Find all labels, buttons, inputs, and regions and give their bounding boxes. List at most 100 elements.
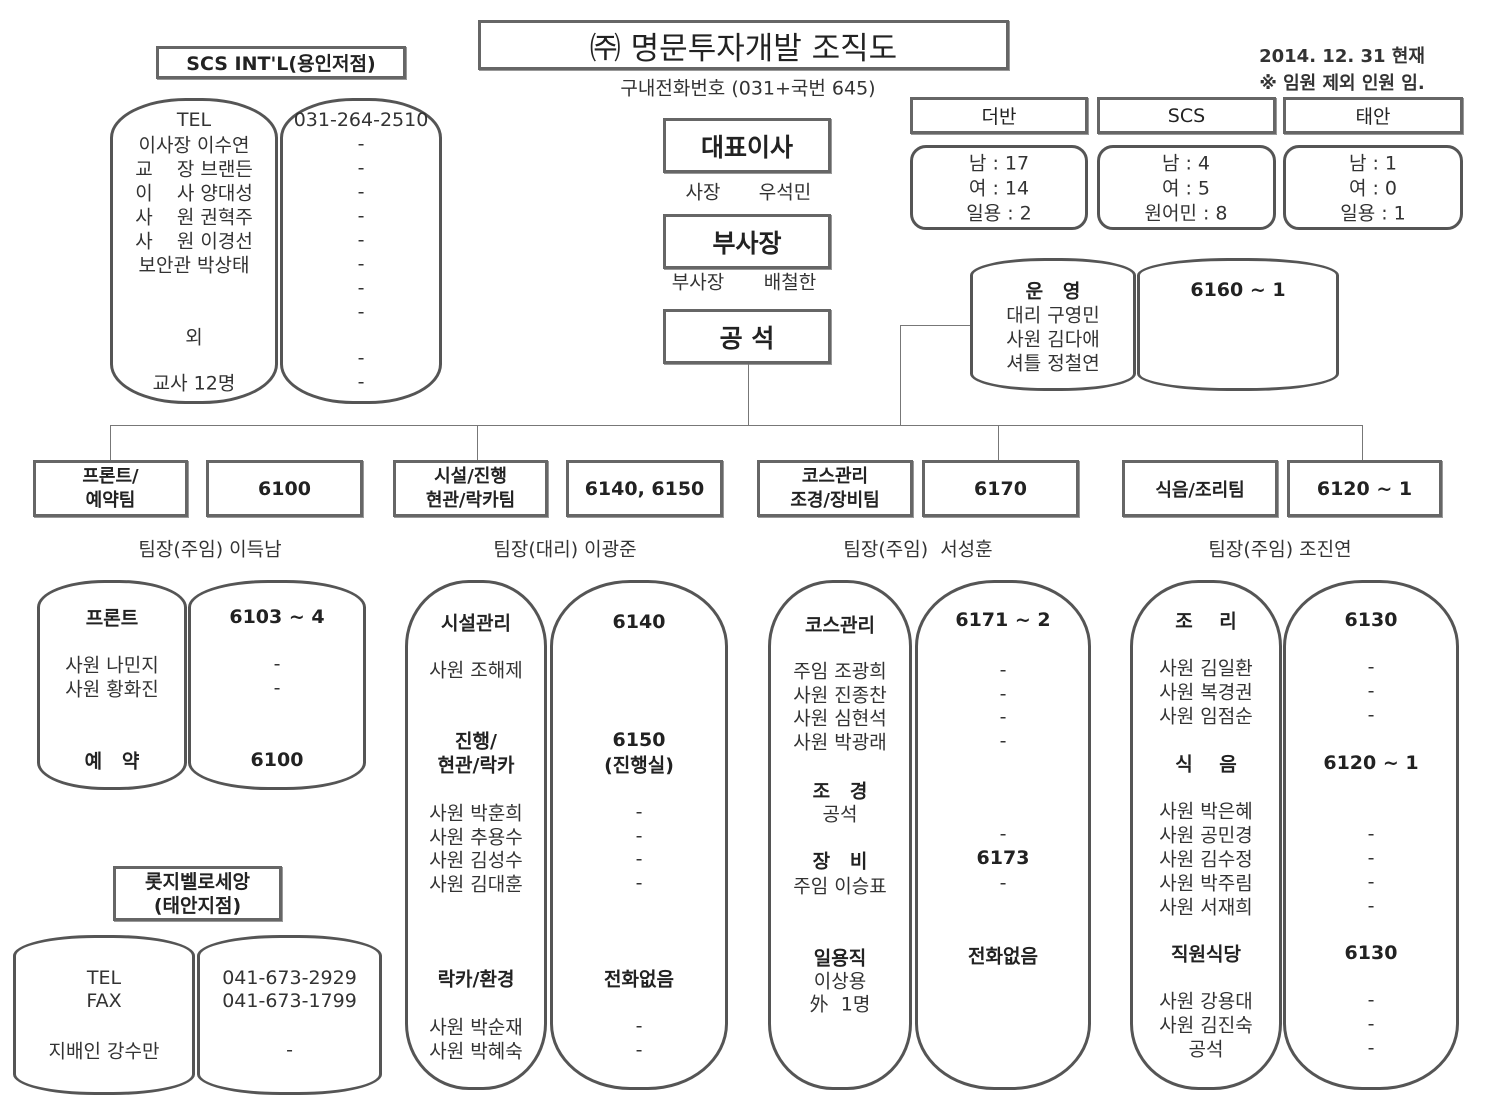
list-item: 사원 복경권 xyxy=(1159,681,1253,704)
connector-line xyxy=(110,425,111,460)
list-item: - xyxy=(1367,989,1375,1011)
section-label: 장 비 xyxy=(812,850,868,873)
connector-line xyxy=(1362,425,1363,460)
capsule-yongin-l xyxy=(110,98,278,404)
section-label: 6130 xyxy=(1344,609,1398,631)
list-item: 사원 김다애 xyxy=(1006,328,1100,351)
vp-box: 부사장 xyxy=(663,214,831,269)
capsule-t1-l xyxy=(37,580,187,790)
section-label: 락카/환경 xyxy=(437,968,515,991)
list-item: - xyxy=(357,253,365,275)
section-label: 직원식당 xyxy=(1171,943,1241,966)
branch-title-yongin: SCS INT'L(용인저점) xyxy=(156,46,406,79)
list-item: 사원 강용대 xyxy=(1159,990,1253,1013)
team-leader: 팀장(대리) 이광준 xyxy=(493,538,637,561)
list-item: - xyxy=(357,371,365,393)
list-item: 사원 황화진 xyxy=(65,678,159,701)
section-label: (진행실) xyxy=(604,754,674,777)
list-item: - xyxy=(635,848,643,870)
team-ext: 6170 xyxy=(922,460,1079,517)
list-item: - xyxy=(1367,680,1375,702)
list-item: 사원 박혜숙 xyxy=(429,1040,523,1063)
section-label: 조 리 xyxy=(1175,610,1237,633)
list-item: - xyxy=(1367,1037,1375,1059)
list-item: - xyxy=(635,825,643,847)
team-name: 식음/조리팀 xyxy=(1122,460,1278,517)
team-name: 시설/진행 현관/락카팀 xyxy=(393,460,548,517)
stats-box xyxy=(1097,145,1276,230)
list-item: - xyxy=(635,1039,643,1061)
list-item: - xyxy=(1367,847,1375,869)
section-label: 진행/ xyxy=(455,730,497,753)
chart-title: ㈜ 명문투자개발 조직도 xyxy=(478,20,1009,70)
capsule-yongin-r xyxy=(280,98,442,404)
section-label: 6150 xyxy=(612,729,666,751)
note: ※ 임원 제외 인원 임. xyxy=(1259,73,1425,94)
team-leader: 팀장(주임) 이득남 xyxy=(138,538,282,561)
capsule-ops-l xyxy=(970,258,1136,391)
list-item: 대리 구영민 xyxy=(1006,304,1100,327)
list-item: - xyxy=(1367,704,1375,726)
list-item: - xyxy=(357,277,365,299)
list-item: 사 원 이경선 xyxy=(135,230,253,253)
capsule-t3-l xyxy=(768,580,912,1090)
list-item: 주임 이승표 xyxy=(793,875,887,898)
list-item: 사원 박광래 xyxy=(793,731,887,754)
list-item: 사원 추용수 xyxy=(429,826,523,849)
list-item: - xyxy=(273,653,281,675)
section-label: 6173 xyxy=(976,847,1030,869)
list-item: 사원 진종찬 xyxy=(793,684,887,707)
stat-value: 여 : 0 xyxy=(1348,177,1398,200)
stats-box xyxy=(910,145,1088,230)
list-item: 041-673-2929 xyxy=(222,967,357,989)
list-item: - xyxy=(1367,895,1375,917)
stat-value: 여 : 14 xyxy=(968,177,1030,200)
ceo-box: 대표이사 xyxy=(663,118,831,173)
capsule-t4-r xyxy=(1283,580,1459,1090)
stat-value: 남 : 4 xyxy=(1161,152,1211,175)
team-ext: 6140, 6150 xyxy=(566,460,723,517)
capsule-t1-r xyxy=(188,580,366,790)
list-item: - xyxy=(357,347,365,369)
ceo-role: 사장 xyxy=(685,181,721,204)
list-item: 사원 김일환 xyxy=(1159,657,1253,680)
list-item: - xyxy=(357,157,365,179)
connector-line xyxy=(900,325,901,425)
list-item: 공석 xyxy=(822,803,858,826)
connector-line xyxy=(748,364,749,425)
list-item: 사원 박훈희 xyxy=(429,802,523,825)
list-item: 주임 조광희 xyxy=(793,660,887,683)
list-item: 사원 김수정 xyxy=(1159,848,1253,871)
branch-title-taean: 롯지벨로세앙 (태안지점) xyxy=(113,866,282,921)
list-item: 사원 심현석 xyxy=(793,707,887,730)
capsule-t3-r xyxy=(915,580,1091,1090)
stat-value: 일용 : 1 xyxy=(1340,202,1406,225)
connector-line xyxy=(900,325,972,326)
list-item: 교사 12명 xyxy=(152,372,236,395)
list-item: 공석 xyxy=(1188,1038,1224,1061)
stats-header-theban: 더반 xyxy=(910,97,1088,134)
list-item: - xyxy=(1367,1013,1375,1035)
list-item: 사원 임점순 xyxy=(1159,705,1253,728)
section-label: 조 경 xyxy=(812,780,868,803)
stat-value: 남 : 17 xyxy=(968,152,1030,175)
list-item: 사 원 권혁주 xyxy=(135,206,253,229)
list-item: 사원 서재희 xyxy=(1159,896,1253,919)
list-item: TEL xyxy=(176,109,212,131)
section-label: 프론트 xyxy=(85,607,139,630)
stats-header-scs: SCS xyxy=(1097,97,1276,134)
section-label: 식 음 xyxy=(1175,753,1237,776)
team-ext: 6100 xyxy=(206,460,363,517)
list-item: 사원 나민지 xyxy=(65,654,159,677)
list-item: - xyxy=(999,706,1007,728)
list-item: - xyxy=(635,801,643,823)
list-item: 보안관 박상태 xyxy=(138,254,250,277)
list-item: 이 사 양대성 xyxy=(135,182,253,205)
section-label: 예 약 xyxy=(84,750,140,773)
section-label: 시설관리 xyxy=(441,612,511,635)
list-item: 지배인 강수만 xyxy=(48,1040,160,1063)
list-item: 041-673-1799 xyxy=(222,990,357,1012)
list-item: 사원 조해제 xyxy=(429,659,523,682)
list-item: 외 xyxy=(185,326,203,349)
